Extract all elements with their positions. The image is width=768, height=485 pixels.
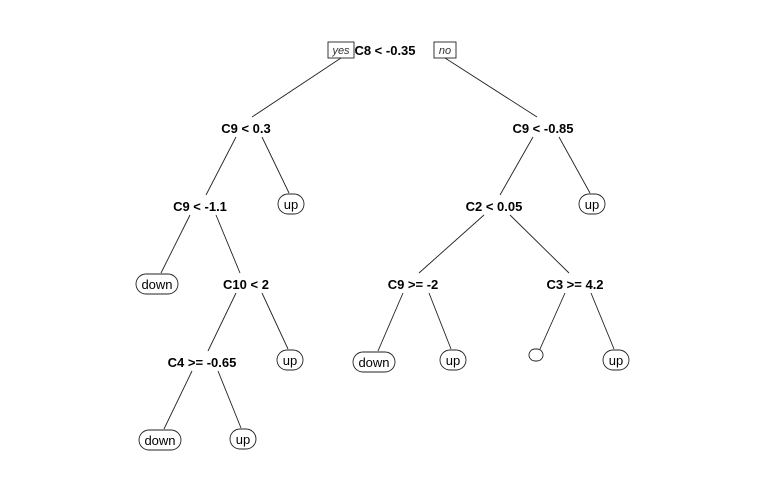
leaf-class-label: down [144,433,175,448]
split-node: C9 < -1.1 [173,199,227,214]
split-condition-label: C10 < 2 [223,277,269,292]
leaf-node: up [277,193,305,215]
leaf-node: down [352,351,396,373]
leaf-box [277,193,305,215]
split-node: C10 < 2 [223,277,269,292]
edge-n14-n16 [377,292,404,352]
no-label-box [433,41,457,59]
edge-n1-n2 [251,57,342,118]
split-node: C8 < -0.35 [354,43,415,58]
leaf-class-label: up [585,197,599,212]
leaf-class-label: down [141,277,172,292]
split-node: C3 >= 4.2 [546,277,603,292]
leaf-class-label: up [446,353,460,368]
leaf-box [135,273,179,295]
split-node: C9 >= -2 [388,277,439,292]
edge-n3-n12 [499,136,534,196]
leaf-class-label: up [236,432,250,447]
leaf-class-label: up [283,353,297,368]
leaf-box [578,193,606,215]
leaf-node: up [229,428,257,450]
leaf-node: up [602,349,630,371]
leaf-node: down [135,273,179,295]
edge-n4-n7 [215,214,241,274]
leaf-class-label: down [358,355,389,370]
leaf-box [528,348,544,362]
edge-n2-n5 [261,136,290,194]
split-condition-label: C4 >= -0.65 [168,355,237,370]
leaf-node: down [138,429,182,451]
edge-n14-n17 [428,292,452,350]
edge-n15-n19 [590,292,615,350]
split-condition-label: C9 < -1.1 [173,199,227,214]
edge-n12-n14 [418,214,485,274]
yes-label: yes [331,45,350,57]
split-condition-label: C9 < -0.85 [512,121,573,136]
root-branch-labels: yes no [327,41,457,59]
leaf-node: up [276,349,304,371]
leaf-box [138,429,182,451]
split-node: C9 < 0.3 [221,121,271,136]
edge-n1-n3 [444,57,538,118]
leaf-node: up [578,193,606,215]
split-node: C2 < 0.05 [466,199,523,214]
edges-layer [160,57,615,430]
edge-n3-n13 [558,136,591,194]
split-condition-label: C9 < 0.3 [221,121,271,136]
split-condition-label: C8 < -0.35 [354,43,415,58]
split-condition-label: C2 < 0.05 [466,199,523,214]
edge-n7-n9 [261,292,289,350]
leaf-box [439,349,467,371]
leaf-box [352,351,396,373]
no-label: no [439,45,451,57]
edge-n8-n11 [217,370,242,429]
leaf-class-label: up [284,197,298,212]
edge-n7-n8 [207,292,237,352]
leaf-node [528,348,544,362]
leaf-node: up [439,349,467,371]
split-node: C4 >= -0.65 [168,355,237,370]
edge-n8-n10 [163,370,193,430]
split-condition-label: C9 >= -2 [388,277,439,292]
edge-n2-n4 [205,136,237,196]
edge-n4-n6 [160,214,191,274]
leaf-class-label: up [609,353,623,368]
yes-label-box [327,41,355,59]
edge-n12-n15 [509,214,570,274]
leaf-box [276,349,304,371]
split-node: C9 < -0.85 [512,121,573,136]
leaf-box [602,349,630,371]
leaf-box [229,428,257,450]
nodes-layer: C8 < -0.35 C9 < 0.3 C9 < -0.85 C9 < -1.1 up d… [135,43,630,451]
split-condition-label: C3 >= 4.2 [546,277,603,292]
edge-n15-n18 [539,292,566,350]
